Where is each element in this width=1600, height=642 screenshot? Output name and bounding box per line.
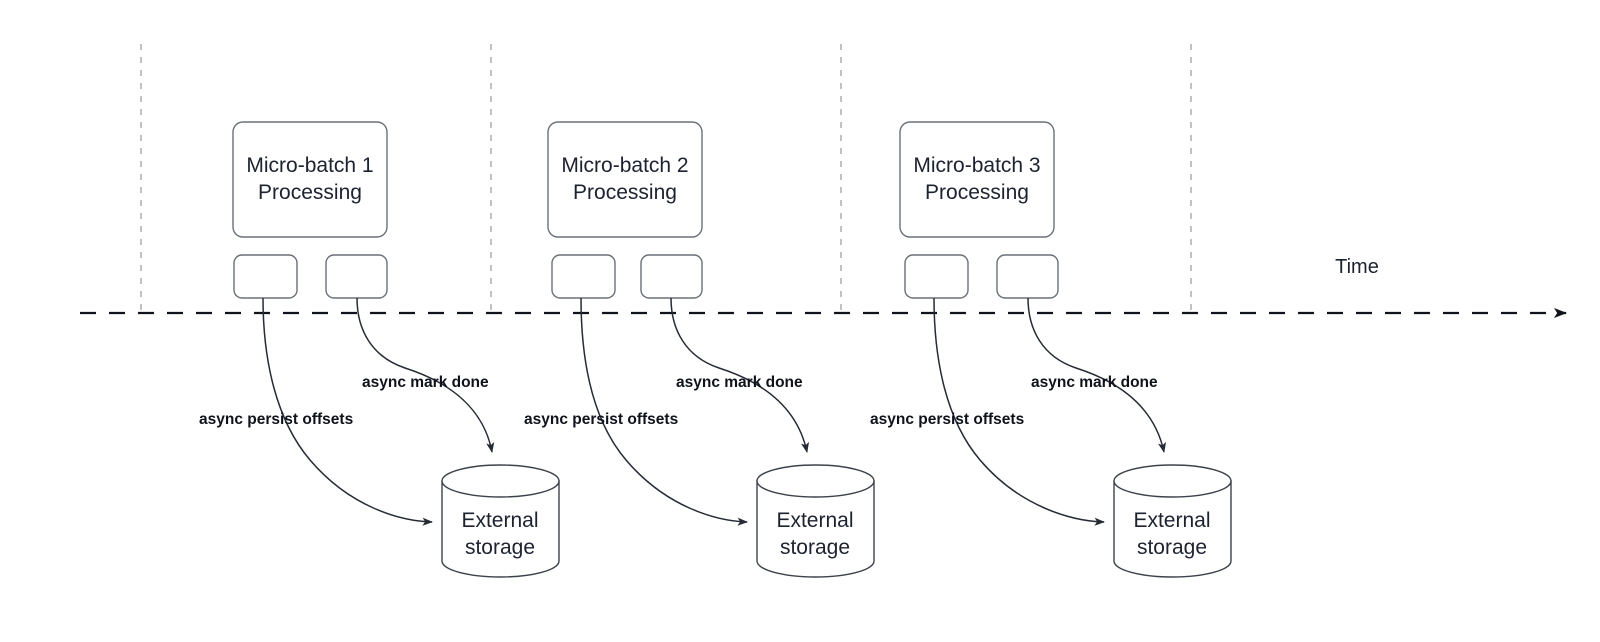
process-box-3-label-line1: Micro-batch 3 <box>913 154 1040 177</box>
micro-batch-group-2: Micro-batch 2 Processing async persist o… <box>524 121 875 578</box>
external-storage-1-label-line2: storage <box>465 536 535 559</box>
process-box-3[interactable] <box>899 121 1055 238</box>
process-box-1-label-line1: Micro-batch 1 <box>246 154 373 177</box>
external-storage-3-label-line1: External <box>1133 509 1210 532</box>
process-box-3-label-line2: Processing <box>925 181 1029 204</box>
external-storage-cylinder-2[interactable] <box>756 464 875 578</box>
tick-lines-group <box>140 44 1192 316</box>
task-box-1b[interactable] <box>325 254 388 299</box>
process-box-2-label-line2: Processing <box>573 181 677 204</box>
edge-persist-offsets-3 <box>933 297 1105 526</box>
time-axis-label: Time <box>1335 256 1379 278</box>
task-box-2a[interactable] <box>551 254 616 299</box>
task-box-2b[interactable] <box>640 254 703 299</box>
edge-persist-offsets-2 <box>580 297 748 526</box>
edge-mark-done-2 <box>670 297 810 453</box>
micro-batch-group-1: Micro-batch 1 Processing async persist o… <box>199 121 560 578</box>
task-box-3b[interactable] <box>996 254 1059 299</box>
process-box-2-label-line1: Micro-batch 2 <box>561 154 688 177</box>
external-storage-cylinder-3[interactable] <box>1113 464 1232 578</box>
external-storage-cylinder-1[interactable] <box>441 464 560 578</box>
micro-batch-group-3: Micro-batch 3 Processing async persist o… <box>870 121 1232 578</box>
time-axis-group: Time <box>80 256 1567 318</box>
edge-label-persist-offsets-2: async persist offsets <box>524 411 678 428</box>
edge-persist-offsets-1 <box>262 297 433 526</box>
edge-label-persist-offsets-1: async persist offsets <box>199 411 353 428</box>
external-storage-2-label-line1: External <box>776 509 853 532</box>
task-box-3a[interactable] <box>904 254 969 299</box>
external-storage-2-label-line2: storage <box>780 536 850 559</box>
task-box-1a[interactable] <box>233 254 298 299</box>
process-box-1-label-line2: Processing <box>258 181 362 204</box>
edge-label-mark-done-2: async mark done <box>676 374 803 391</box>
edge-label-mark-done-1: async mark done <box>362 374 489 391</box>
external-storage-1-label-line1: External <box>461 509 538 532</box>
edge-mark-done-1 <box>356 297 495 453</box>
edge-label-persist-offsets-3: async persist offsets <box>870 411 1024 428</box>
edge-label-mark-done-3: async mark done <box>1031 374 1158 391</box>
process-box-2[interactable] <box>547 121 703 238</box>
edge-mark-done-3 <box>1027 297 1167 453</box>
external-storage-3-label-line2: storage <box>1137 536 1207 559</box>
process-box-1[interactable] <box>232 121 388 238</box>
